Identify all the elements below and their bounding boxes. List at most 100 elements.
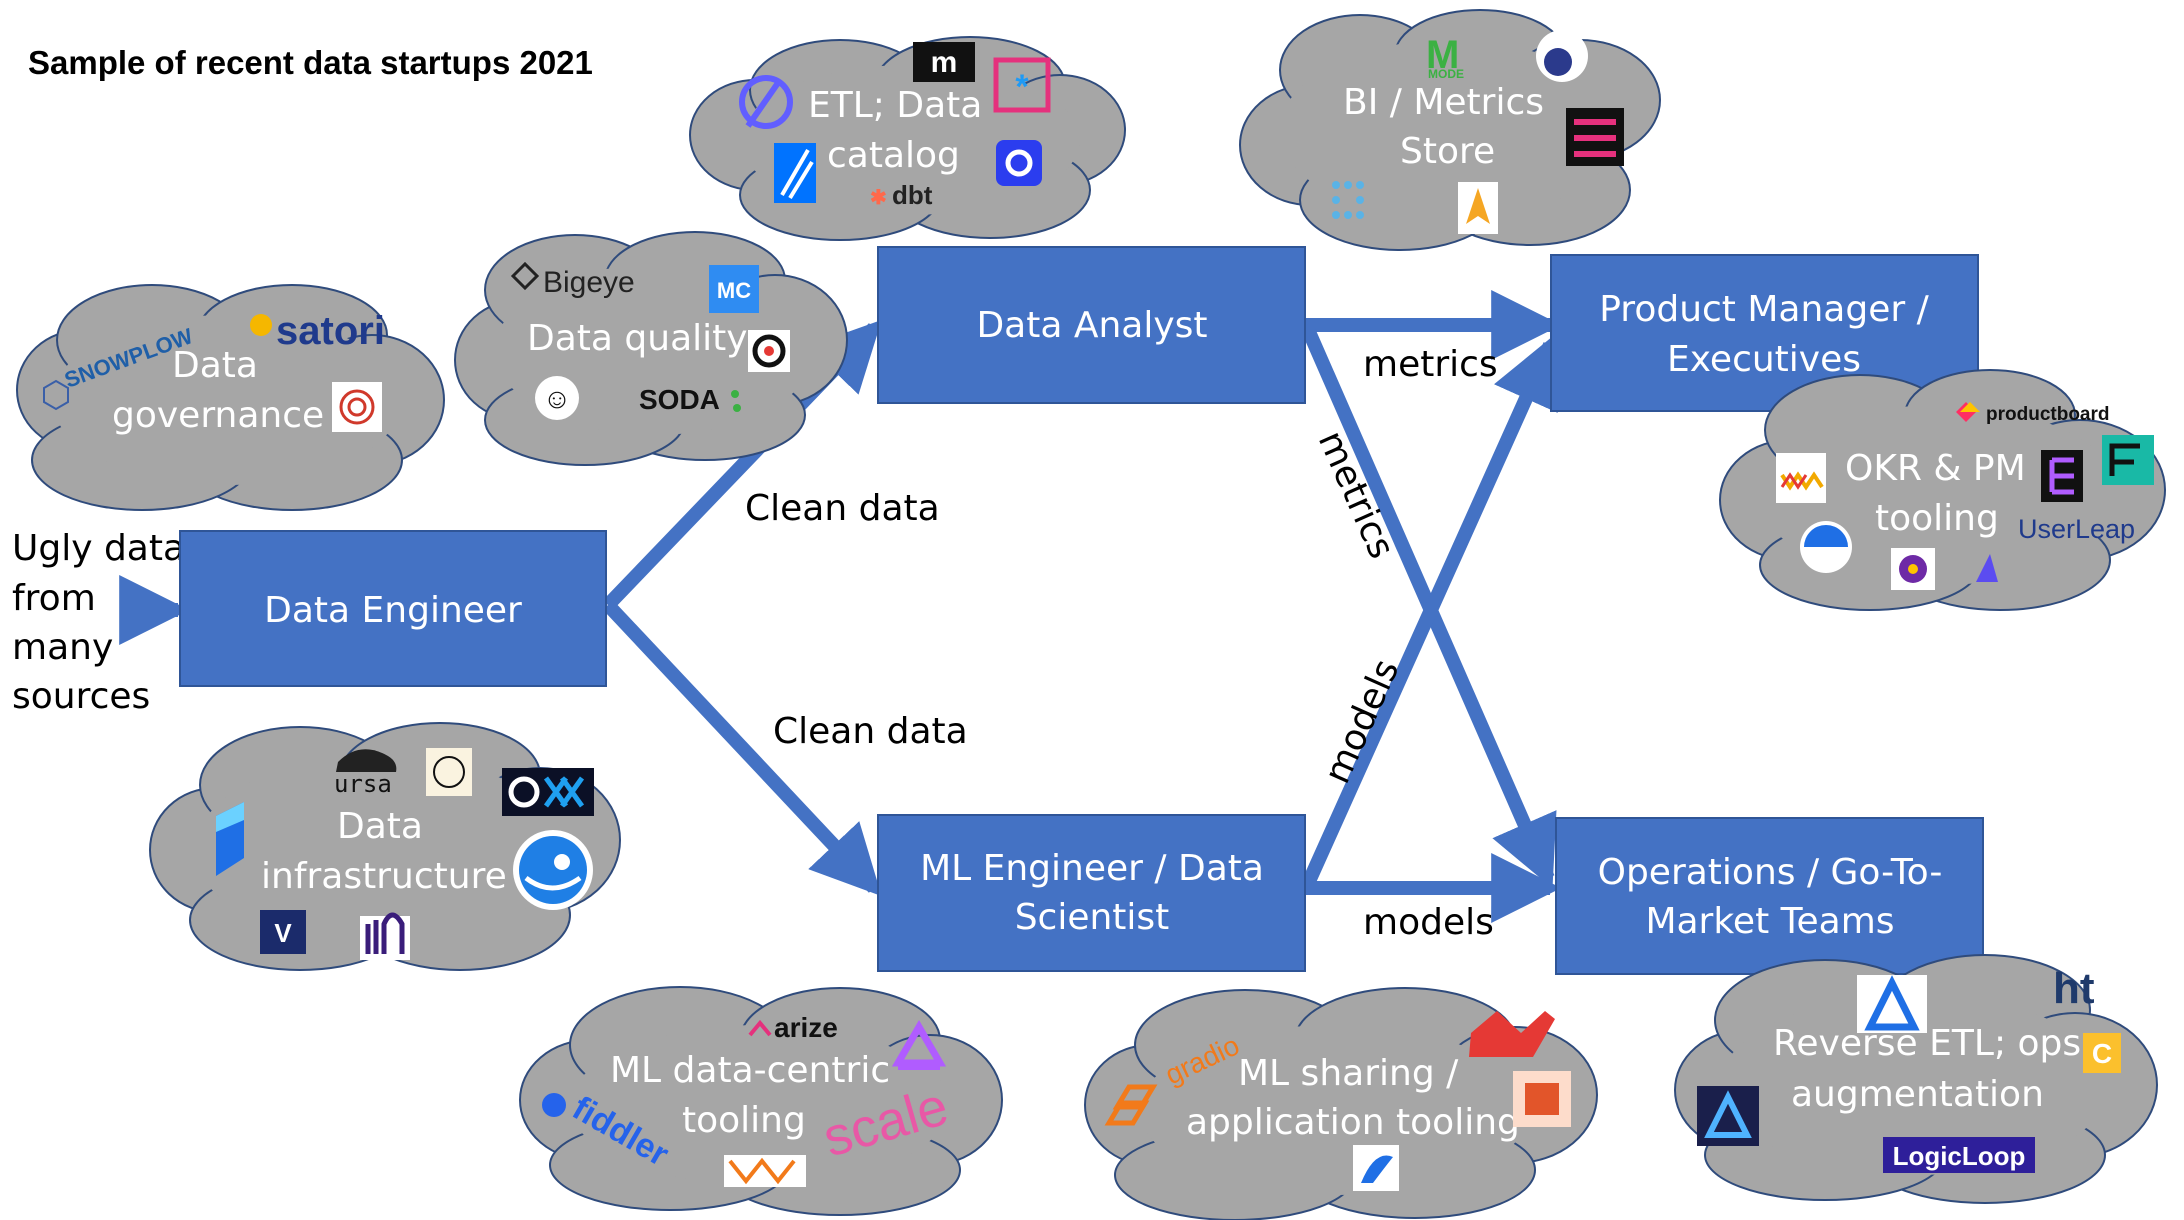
airbyte-logo [739, 75, 793, 129]
materialize-logo [426, 748, 472, 796]
hightouch-pillar-logo [360, 912, 410, 960]
svg-text:Ugly data: Ugly data [12, 528, 185, 569]
role-label-ml-engineer-line2: Scientist [1015, 897, 1170, 938]
databand-logo [748, 330, 790, 372]
cloud-label-ml-sharing-line1: ML sharing / [1238, 1053, 1459, 1094]
cloud-label-infra-line1: Data [337, 806, 423, 847]
streamlit-logo [1469, 1011, 1555, 1057]
polytomic-logo [1697, 1086, 1759, 1146]
meltano-logo: m [913, 42, 975, 82]
onehouse-logo [502, 768, 594, 816]
census-logo [1857, 975, 1927, 1033]
immuta-logo [332, 382, 382, 432]
cloud-label-ml-centric-line2: tooling [682, 1100, 806, 1141]
cycle-logo [1976, 554, 1998, 582]
cloud-quality: Data quality Bigeye MC ☺ SODA [454, 231, 848, 466]
statsig-logo [2102, 435, 2154, 485]
cloud-ml-centric: ML data-centric tooling arize fiddler sc… [519, 986, 1003, 1216]
cloud-etl: ETL; Data catalog m * ✱dbt [689, 36, 1126, 241]
atlan-logo: * [993, 57, 1051, 113]
airbyte-blue-logo [513, 830, 593, 910]
cloud-okr: OKR & PM tooling productboard UserLeap [1719, 369, 2166, 611]
role-box-product-manager: Product Manager / Executives [1550, 254, 1979, 412]
arrow-ml-to-pm [1299, 334, 1558, 891]
cloud-label-governance-line2: governance [112, 395, 324, 436]
role-label-data-analyst: Data Analyst [976, 305, 1207, 346]
koan-logo [1800, 521, 1852, 573]
cloud-label-bi-line2: Store [1400, 131, 1495, 172]
cloud-label-governance-line1: Data [172, 345, 258, 386]
logicloop-logo: LogicLoop [1883, 1137, 2035, 1173]
edge-label-models-diagonal: models [1317, 653, 1408, 789]
snorkel-logo [724, 1155, 806, 1187]
monte-carlo-logo: MC [709, 265, 759, 313]
diagram-title: Sample of recent data startups 2021 [28, 44, 593, 81]
arrows [119, 290, 1562, 923]
metriql-logo [1332, 181, 1364, 219]
cloud-label-ml-centric-line1: ML data-centric [610, 1050, 890, 1091]
svg-text:✱: ✱ [870, 187, 887, 209]
svg-text:sources: sources [12, 676, 150, 717]
cloud-label-etl-line1: ETL; Data [808, 85, 982, 126]
supergrain-logo [1458, 182, 1498, 234]
galileo-logo [891, 1020, 947, 1070]
baseten-logo [1513, 1071, 1571, 1127]
arrow-engineer-to-ml [602, 600, 882, 897]
great-expectations-logo: ☺ [535, 376, 579, 420]
role-box-ml-engineer: ML Engineer / Data Scientist [877, 814, 1306, 972]
cloud-label-okr-line1: OKR & PM [1845, 448, 2026, 489]
vast-logo: V [260, 910, 306, 954]
cloud-label-etl-line2: catalog [827, 135, 960, 176]
arrow-analyst-to-ops [1299, 322, 1557, 889]
svg-text:dbt: dbt [892, 180, 933, 210]
prefect-logo [216, 802, 244, 876]
role-label-ops-line2: Market Teams [1645, 901, 1894, 942]
svg-text:MC: MC [717, 278, 751, 303]
cloud-label-ml-sharing-line2: application tooling [1186, 1102, 1520, 1143]
svg-text:satori: satori [276, 309, 385, 353]
role-label-pm-line2: Executives [1667, 339, 1861, 380]
grouparoo-logo: C [2083, 1033, 2121, 1073]
svg-text:M: M [1426, 33, 1459, 77]
hex-logo [1536, 30, 1588, 82]
svg-text:UserLeap: UserLeap [2018, 514, 2135, 544]
role-box-operations: Operations / Go-To- Market Teams [1555, 817, 1984, 975]
role-label-pm-line1: Product Manager / [1599, 289, 1929, 330]
source-label: Ugly data from many sources [12, 528, 185, 717]
svg-text:Bigeye: Bigeye [543, 266, 635, 299]
hightouch-logo: ht [2053, 964, 2095, 1013]
svg-text:productboard: productboard [1986, 404, 2110, 425]
hugging-spaces-logo [1353, 1145, 1399, 1191]
sprig-flower-logo [1891, 548, 1935, 590]
cloud-infra: Data infrastructure ursa V [149, 722, 621, 971]
productboard-logo: productboard [1956, 402, 2110, 425]
role-label-ops-line1: Operations / Go-To- [1598, 852, 1943, 893]
cloud-ml-sharing: ML sharing / application tooling gradio [1084, 987, 1598, 1220]
svg-text:MODE: MODE [1428, 67, 1464, 81]
role-box-data-analyst: Data Analyst [877, 246, 1306, 404]
eppo-logo [2041, 450, 2083, 502]
svg-text:C: C [2092, 1038, 2112, 1069]
svg-text:V: V [274, 918, 292, 948]
svg-text:*: * [1015, 68, 1029, 106]
cloud-label-reverse-etl-line2: augmentation [1791, 1074, 2044, 1115]
cloud-label-okr-line2: tooling [1875, 498, 1999, 539]
dbt-logo: ✱dbt [870, 180, 933, 210]
role-label-ml-engineer-line1: ML Engineer / Data [920, 848, 1264, 889]
svg-text:many: many [12, 627, 113, 668]
svg-text:ht: ht [2053, 964, 2095, 1013]
amundsen-logo [996, 140, 1042, 186]
workboard-logo [1776, 453, 1826, 503]
svg-text:SODA: SODA [639, 384, 720, 415]
edge-label-clean-data-bottom: Clean data [773, 711, 968, 752]
svg-text:ursa: ursa [334, 770, 392, 798]
svg-text:m: m [931, 46, 958, 79]
edge-label-metrics-horizontal: metrics [1363, 344, 1498, 385]
edge-label-metrics-diagonal: metrics [1310, 425, 1402, 565]
cloud-reverse-etl: Reverse ETL; ops augmentation ht C Logic… [1674, 954, 2158, 1204]
edge-label-models-horizontal: models [1363, 902, 1494, 943]
transform-logo [1566, 108, 1624, 166]
cloud-label-infra-line2: infrastructure [261, 856, 507, 897]
